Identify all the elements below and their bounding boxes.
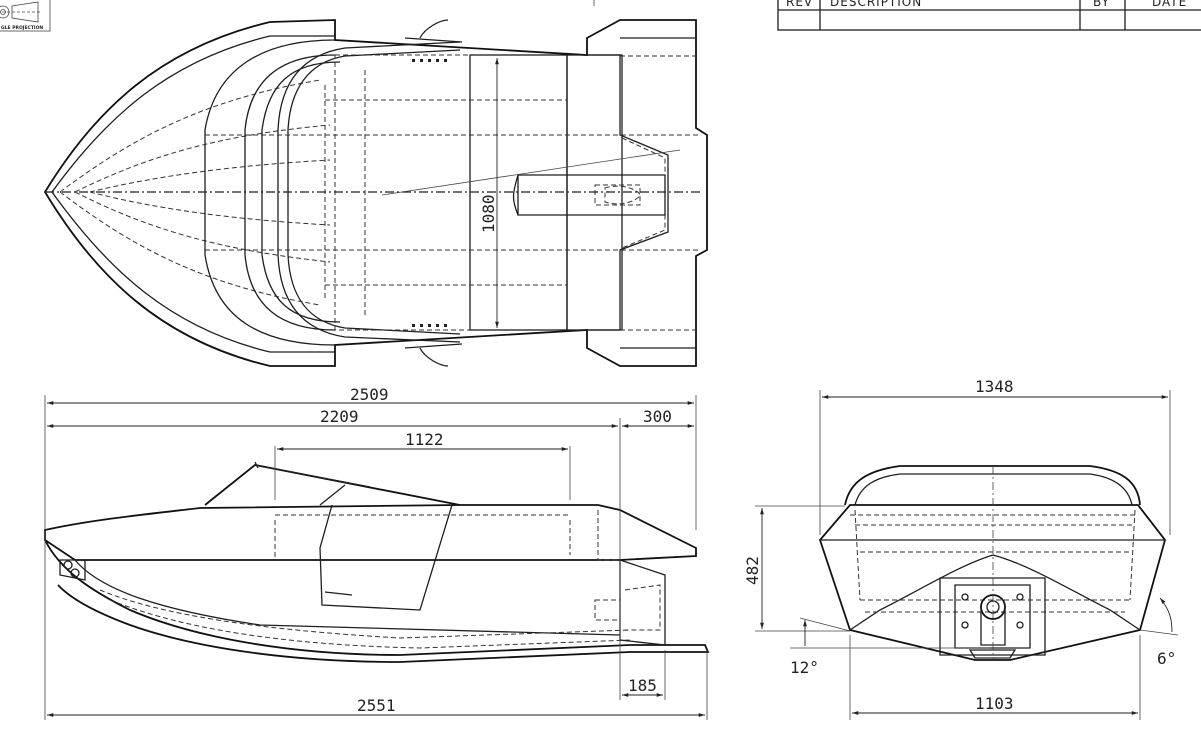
projection-symbol: GLE PROJECTION <box>0 0 51 32</box>
projection-label: GLE PROJECTION <box>1 25 43 31</box>
description-header: DESCRIPTION <box>830 0 922 9</box>
dim-deadrise-angle: 12° <box>790 658 819 677</box>
date-header: DATE <box>1152 0 1187 9</box>
rev-header: REV <box>786 0 813 9</box>
dim-length-hull: 2209 <box>320 407 359 426</box>
revision-table: REV DESCRIPTION BY DATE <box>777 0 1201 31</box>
top-view: 1080 <box>43 19 708 367</box>
side-view: 2509 2209 300 1122 2551 185 <box>44 385 710 720</box>
dim-beam-rear: 1348 <box>975 377 1014 396</box>
rear-view: 1348 482 1103 12° 6° <box>743 377 1179 720</box>
dim-length-bottom: 2551 <box>357 696 396 715</box>
dim-bottom-width-rear: 1103 <box>975 694 1014 713</box>
dim-height-rear: 482 <box>743 556 762 585</box>
dim-length-overall: 2509 <box>350 385 389 404</box>
dim-skeg-length: 185 <box>628 676 657 695</box>
dim-beam-top: 1080 <box>479 194 498 233</box>
dim-windshield-length: 1122 <box>405 430 444 449</box>
dim-transom-overhang: 300 <box>643 407 672 426</box>
by-header: BY <box>1093 0 1110 9</box>
dim-chine-angle: 6° <box>1157 649 1176 668</box>
